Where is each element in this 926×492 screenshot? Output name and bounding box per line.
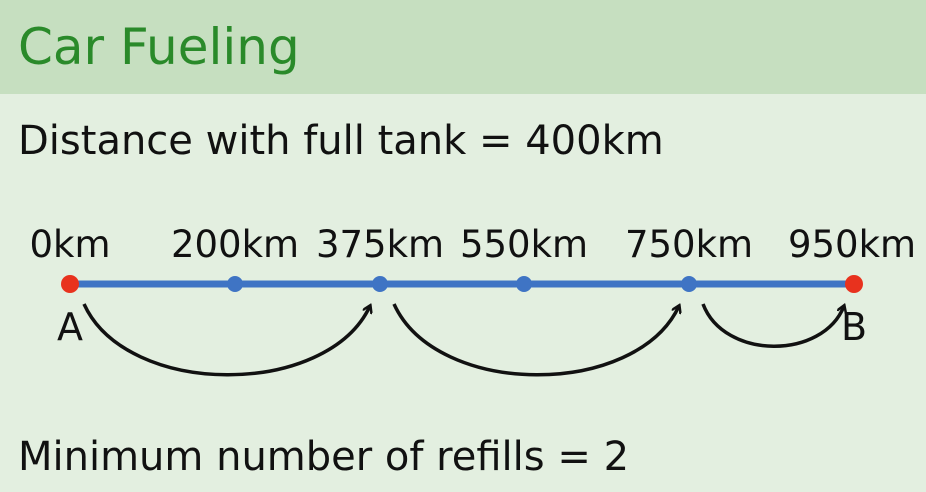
station-dot-750km: [681, 276, 697, 292]
refills-result-text: Minimum number of refills = 2: [18, 434, 630, 480]
station-dot-200km: [227, 276, 243, 292]
stop-label-375km: 375km: [315, 223, 445, 266]
hop-arcs: [82, 304, 844, 377]
stop-label-200km: 200km: [170, 223, 300, 266]
hop-arc-375-750: [392, 304, 679, 377]
title-bar: Car Fueling: [0, 0, 926, 94]
slide-title: Car Fueling: [18, 18, 300, 76]
start-point-label: A: [57, 305, 83, 349]
station-dot-550km: [516, 276, 532, 292]
stops: [61, 275, 863, 293]
stop-label-550km: 550km: [459, 223, 589, 266]
station-dot-375km: [372, 276, 388, 292]
hop-arc-750-950: [701, 304, 844, 348]
end-point-label: B: [840, 305, 868, 349]
endpoint-dot-950km: [845, 275, 863, 293]
hop-arc-0-375: [82, 304, 370, 377]
stop-label-950km: 950km: [787, 223, 917, 266]
tank-distance-text: Distance with full tank = 400km: [18, 118, 664, 164]
stop-label-750km: 750km: [624, 223, 754, 266]
stop-label-0km: 0km: [29, 223, 111, 266]
endpoint-dot-0km: [61, 275, 79, 293]
